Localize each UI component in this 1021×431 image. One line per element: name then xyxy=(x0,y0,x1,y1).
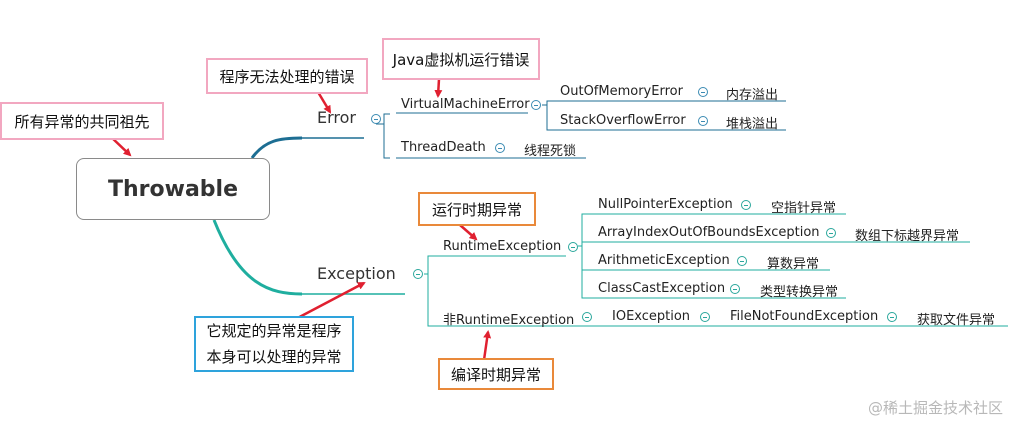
arithmetic-desc: 算数异常 xyxy=(767,257,820,272)
error-node[interactable]: Error xyxy=(317,108,356,127)
thread-death-desc: 线程死锁 xyxy=(524,144,577,159)
class-cast-node[interactable]: ClassCastException xyxy=(598,281,726,296)
fnf-exception-node[interactable]: FileNotFoundException xyxy=(730,309,879,324)
arrow-runtime-note xyxy=(459,224,478,241)
npe-node[interactable]: NullPointerException xyxy=(598,197,733,212)
runtime-exception-node[interactable]: RuntimeException xyxy=(443,239,562,254)
compile-annotation: 编译时期异常 xyxy=(438,358,554,390)
watermark: @稀土掘金技术社区 xyxy=(867,399,1003,417)
class-cast-collapse-icon[interactable] xyxy=(730,284,740,294)
stack-overflow-collapse-icon[interactable] xyxy=(698,116,708,126)
oom-error-node[interactable]: OutOfMemoryError xyxy=(560,84,683,99)
fnf-collapse-icon[interactable] xyxy=(887,312,897,322)
thread-death-node[interactable]: ThreadDeath xyxy=(401,140,486,155)
exception-node[interactable]: Exception xyxy=(317,264,396,283)
exception-annotation-line2: 本身可以处理的异常 xyxy=(206,348,342,366)
root-annotation: 所有异常的共同祖先 xyxy=(0,102,164,140)
oom-collapse-icon[interactable] xyxy=(698,87,708,97)
thread-death-collapse-icon[interactable] xyxy=(495,143,505,153)
arithmetic-node[interactable]: ArithmeticException xyxy=(598,253,730,268)
runtime-collapse-icon[interactable] xyxy=(568,242,578,252)
runtime-annotation: 运行时期异常 xyxy=(418,192,536,226)
array-index-desc: 数组下标越界异常 xyxy=(855,229,960,244)
root-error-connector xyxy=(250,136,303,159)
array-index-node[interactable]: ArrayIndexOutOfBoundsException xyxy=(598,225,820,240)
stack-overflow-node[interactable]: StackOverflowError xyxy=(560,113,686,128)
array-index-collapse-icon[interactable] xyxy=(826,228,836,238)
exception-annotation: 它规定的异常是程序 本身可以处理的异常 xyxy=(194,316,354,372)
oom-desc: 内存溢出 xyxy=(726,88,779,103)
stack-overflow-desc: 堆栈溢出 xyxy=(726,117,779,132)
root-node-throwable[interactable]: Throwable xyxy=(76,158,270,220)
vm-error-collapse-icon[interactable] xyxy=(531,100,541,110)
npe-desc: 空指针异常 xyxy=(771,201,837,216)
error-collapse-icon[interactable] xyxy=(371,114,381,124)
arrow-exception-note xyxy=(289,281,366,324)
vm-error-annotation: Java虚拟机运行错误 xyxy=(382,38,540,80)
class-cast-desc: 类型转换异常 xyxy=(760,285,839,300)
arithmetic-collapse-icon[interactable] xyxy=(737,256,747,266)
fnf-desc: 获取文件异常 xyxy=(917,313,996,328)
error-annotation: 程序无法处理的错误 xyxy=(206,58,368,94)
npe-collapse-icon[interactable] xyxy=(741,200,751,210)
exception-collapse-icon[interactable] xyxy=(413,269,423,279)
arrow-vm-note xyxy=(434,78,443,98)
exception-annotation-line1: 它规定的异常是程序 xyxy=(206,322,342,340)
arrow-compile-note xyxy=(482,330,492,361)
non-runtime-collapse-icon[interactable] xyxy=(582,312,592,322)
root-exception-connector xyxy=(212,219,303,296)
arrow-error-note xyxy=(316,91,332,114)
non-runtime-node[interactable]: 非RuntimeException xyxy=(443,313,575,328)
io-exception-node[interactable]: IOException xyxy=(612,309,691,324)
vm-error-node[interactable]: VirtualMachineError xyxy=(401,97,530,112)
io-collapse-icon[interactable] xyxy=(700,312,710,322)
